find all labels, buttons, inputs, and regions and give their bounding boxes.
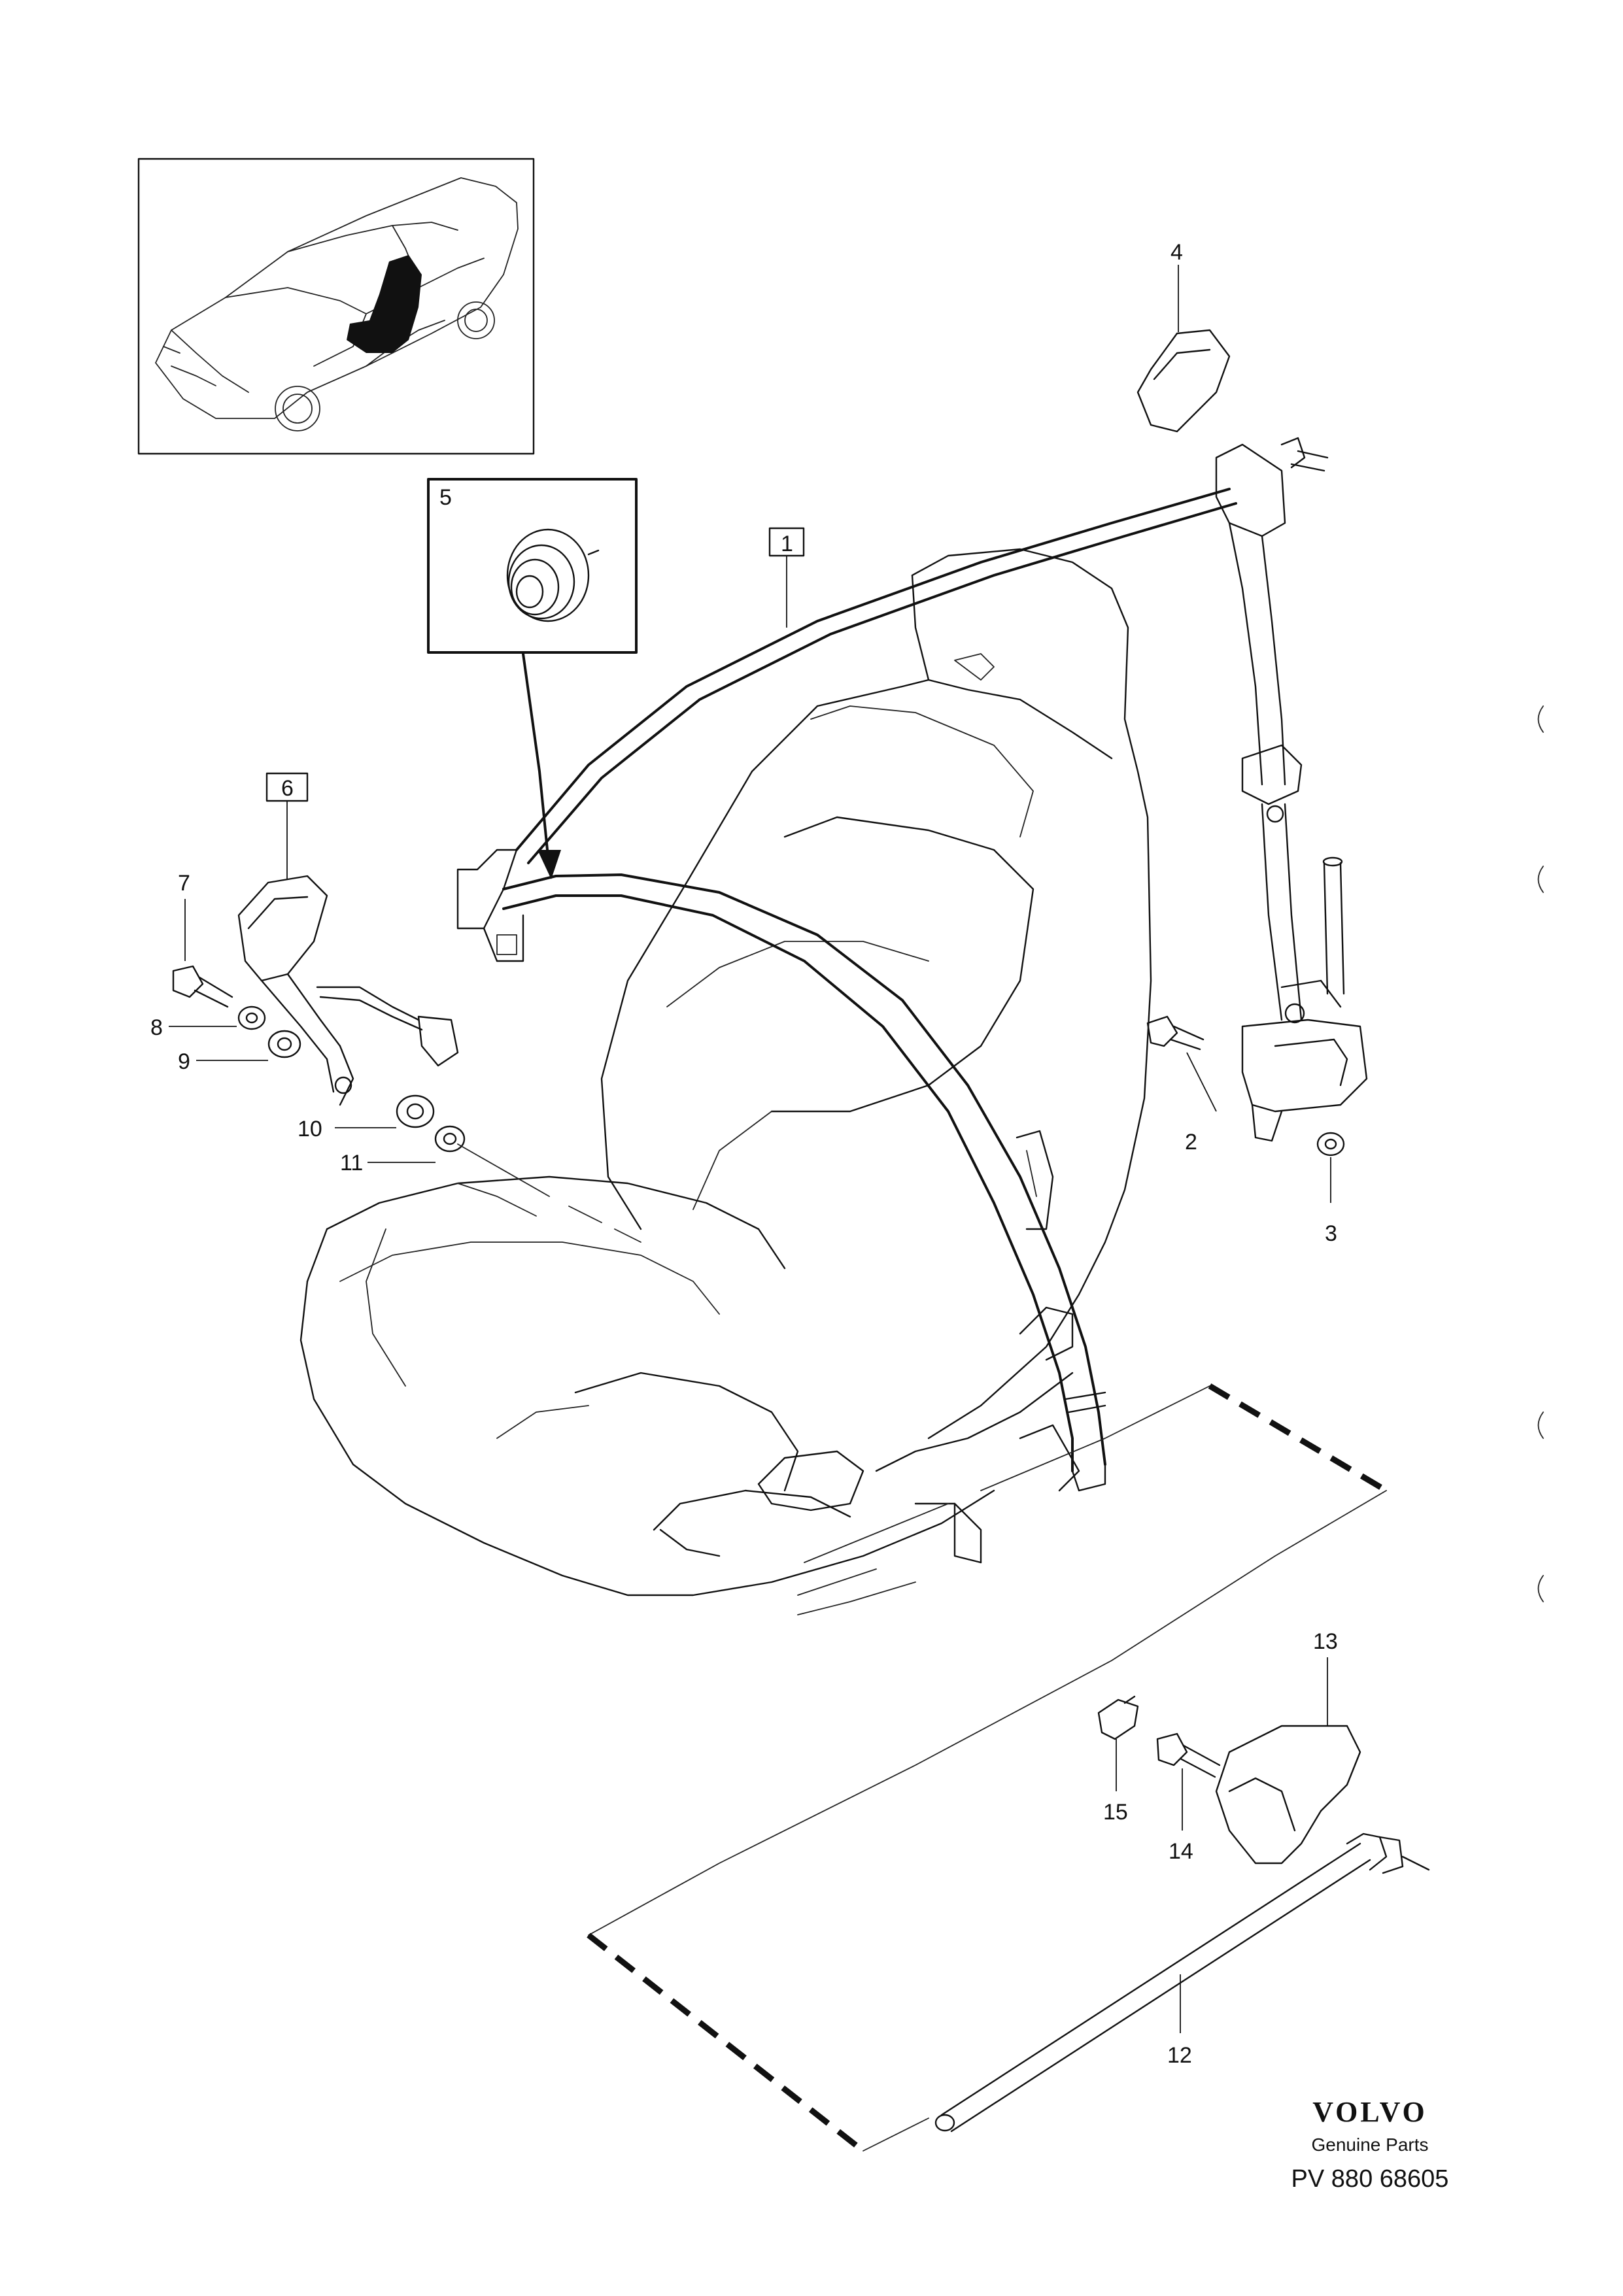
callout-12: 12 bbox=[1167, 2043, 1192, 2068]
vehicle-location-inset bbox=[137, 158, 535, 455]
seat bbox=[299, 548, 1152, 1615]
buckle-mount-guide bbox=[457, 1143, 641, 1243]
item-5-arrow-head bbox=[538, 850, 561, 879]
callout-9: 9 bbox=[178, 1049, 190, 1074]
item-6-buckle bbox=[237, 772, 459, 1106]
item-3-washer bbox=[1316, 1132, 1345, 1203]
callout-4: 4 bbox=[1170, 240, 1183, 265]
guide-loop-grommet bbox=[506, 528, 600, 622]
callout-5: 5 bbox=[439, 485, 452, 510]
item-12-rod bbox=[934, 1832, 1430, 2133]
item-5-inset: 5 bbox=[427, 478, 638, 879]
callout-1: 1 bbox=[781, 532, 793, 556]
callout-10: 10 bbox=[298, 1117, 322, 1141]
item-11-washer bbox=[367, 1125, 466, 1163]
callout-3: 3 bbox=[1325, 1221, 1337, 1246]
item-14-bolt bbox=[1156, 1732, 1221, 1831]
callout-6: 6 bbox=[281, 776, 294, 801]
callout-13: 13 bbox=[1313, 1629, 1338, 1654]
highlighted-seat-silhouette bbox=[347, 255, 422, 353]
callout-15: 15 bbox=[1103, 1800, 1128, 1825]
genuine-parts-label: Genuine Parts bbox=[1312, 2135, 1429, 2155]
callout-7: 7 bbox=[178, 871, 190, 896]
item-5-arrow-line bbox=[522, 652, 551, 871]
item-10-spacer bbox=[335, 1094, 435, 1128]
item-8-washer bbox=[169, 1005, 266, 1030]
floor-panel bbox=[587, 1383, 1388, 2153]
callout-2: 2 bbox=[1185, 1130, 1197, 1155]
volvo-logo: VOLVO bbox=[1312, 2096, 1427, 2128]
belt-retractor bbox=[1215, 437, 1368, 1142]
seat-belt-webbing bbox=[456, 488, 1237, 1492]
item-9-spacer bbox=[196, 1030, 301, 1061]
margin-marks bbox=[1537, 705, 1544, 1602]
car-outline bbox=[155, 177, 519, 431]
item-13-trim-cover bbox=[1215, 1657, 1361, 1865]
item-2-bolt bbox=[1146, 1015, 1217, 1112]
item-15-clip bbox=[1097, 1695, 1139, 1791]
item-7-bolt bbox=[172, 899, 233, 1008]
callout-11: 11 bbox=[340, 1151, 363, 1175]
illustration-reference: PV 880 68605 bbox=[1291, 2165, 1449, 2193]
item-4-cover bbox=[1136, 265, 1231, 433]
brand-block: VOLVO Genuine Parts PV 880 68605 bbox=[1291, 2096, 1449, 2193]
callout-8: 8 bbox=[150, 1015, 163, 1040]
callout-14: 14 bbox=[1169, 1839, 1193, 1864]
